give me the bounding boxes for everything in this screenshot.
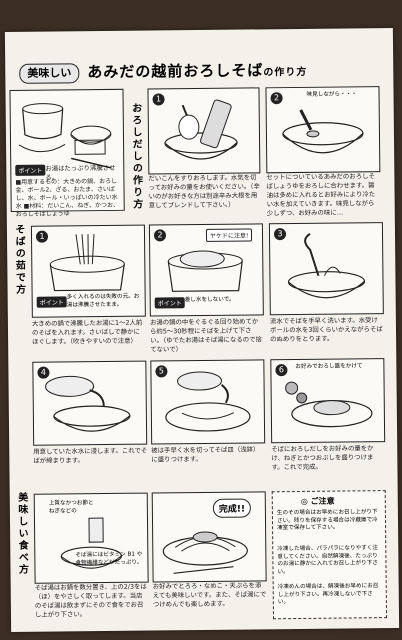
grating-radish-illustration xyxy=(164,99,238,160)
yude-step-3: 3 xyxy=(268,222,384,316)
title-suffix: の作り方 xyxy=(263,66,308,79)
recipe-title: 美味しい あみだの越前おろしそばの作り方 xyxy=(15,56,375,86)
ice-water-illustration xyxy=(45,375,131,432)
yude-1-point-tag: ポイント xyxy=(36,296,67,308)
yude-step-4-caption: 用意していた水水に浸します。これでそばが締まります。 xyxy=(33,446,148,465)
dashi-step-1-caption: だいこんをすりおろします。水気を切ってお好みの量をお使いください。（辛いのがお好… xyxy=(148,173,260,210)
prep-point-tag: ポイント xyxy=(15,164,46,176)
dashi-step-2: 2 味見しながら・・・ xyxy=(265,86,381,174)
yude-step-2: 2 ヤケドに注意! ポイント 差し水をしないで。 xyxy=(148,223,264,317)
prep-panel: ポイント お湯はたっぷり沸騰させる。 ■用意するもの：大きめの鍋、おろし金、ボー… xyxy=(9,88,125,218)
yude-step-2-caption: お湯の鍋の中をぐるぐる回り始めてから約5～30秒程にそばを上げて下さい。（ゆでた… xyxy=(149,317,262,354)
rinsing-noodles-illustration xyxy=(287,233,366,299)
yude-step-6: 6 お好みでおろし醤をかけて xyxy=(270,358,386,444)
finished-dish-illustration xyxy=(285,381,373,428)
caution-box: ◎ ご注意 生のその場合はお早めにお召し上がり下さい。残りを保存する場合は冷蔵庫… xyxy=(271,490,388,620)
eat-step-2: 完成!! xyxy=(151,491,267,583)
yude-step-4: 4 xyxy=(32,360,148,446)
yude-2-point-tag: ポイント xyxy=(154,297,185,309)
yude-2-point: 差し水をしないで。 xyxy=(184,296,235,304)
boiling-pot-illustration xyxy=(49,234,125,292)
title-main: あみだの越前おろしそば xyxy=(87,61,264,82)
section-oishii-tabekata: 美味しい食べ方 xyxy=(15,491,28,576)
prep-body: ■用意するもの：大きめの鍋、おろし金、ボール2、ざる、おたま、さいばし、水、ボー… xyxy=(15,177,120,218)
yude-step-5: 5 xyxy=(150,359,266,445)
yude-step-5-caption: 被は手早く水を切ってそば皿（浅鉢）に盛りつけます。 xyxy=(151,445,260,464)
section-soba-yudekata: そばの茹で方 xyxy=(12,223,25,296)
mixing-bowl-illustration xyxy=(282,109,364,154)
yude-step-1: 1 ポイント 多く入れるのは失敗の元。お湯は沸騰させたまま。 xyxy=(30,224,146,318)
title-badge: 美味しい xyxy=(19,63,80,84)
yude-step-3-caption: 流水でそばを手早く洗います。水受けボールの水を3回くらいかえながらそばのぬめりを… xyxy=(269,316,383,344)
eat-step-1: 上質なかつお節と ねぎなどの そば湯にはビタミン B1 や食物繊維などがたっぷり… xyxy=(33,492,149,584)
soba-yu-illustration xyxy=(60,517,122,569)
eat-step-1-caption: そば湯はお鍋を数分置き、上の2/3をは（ほ）をやさしく取ってします。当店のそば湯… xyxy=(34,582,147,619)
plated-soba-illustration xyxy=(162,531,248,574)
section-oroshi-dashi: おろしだしの作り方 xyxy=(129,102,142,211)
caution-item: 冷凍した場合、パラパラになりやすく注意してください。自然解凍後、たっぷりのお湯に… xyxy=(277,545,378,575)
dashi-step-2-callout: 味見しながら・・・ xyxy=(306,91,357,98)
title-text: あみだの越前おろしそばの作り方 xyxy=(87,59,307,82)
caution-item: 冷凍めんの場合は、解凍後お早めにお召し上がり下さい。再冷凍しないで下さい。 xyxy=(277,583,379,606)
caution-item: 生のその場合はお早めにお召し上がり下さい。残りを保存する場合は冷蔵庫で冷凍室で保… xyxy=(276,509,378,532)
eat-1-label-1: 上質なかつお節と xyxy=(48,500,94,507)
caution-heading-text: ご注意 xyxy=(310,496,335,506)
yude-step-1-caption: 大きめの鍋で沸騰したお湯に1～2人前のそばを入れます。さいばしで静かにほぐします… xyxy=(31,318,143,346)
prep-illustration xyxy=(18,103,112,169)
eat-step-2-caption: お好みでとろろ・なめこ・天ぷらを添えても美味しいです。また、そば湯にでつけめんで… xyxy=(152,581,267,609)
dashi-step-2-caption: セットについているあみだのおろしそばしょうゆをおろしに合わせます。醤油は多めに入… xyxy=(266,172,376,218)
eat-1-point: そば湯にはビタミン B1 や食物繊維などがたっぷり。 xyxy=(75,551,143,566)
dashi-step-1: 1 xyxy=(147,87,261,175)
yude-step-6-caption: そばにおろしだしをお好みの量をかけ、ねぎとかつおぶしを盛りつけます。これで完成。 xyxy=(271,444,374,472)
plating-illustration xyxy=(165,371,251,432)
caution-icon: ◎ xyxy=(300,496,308,506)
yude-1-point: 多く入れるのは失敗の元。お湯は沸騰させたまま。 xyxy=(66,293,140,308)
recipe-sheet: 美味しい あみだの越前おろしそばの作り方 ポイント お湯はたっぷり沸騰させる。 … xyxy=(4,27,400,633)
caution-heading: ◎ ご注意 xyxy=(301,496,335,507)
draining-pot-illustration xyxy=(167,250,243,292)
yude-6-callout: お好みでおろし醤をかけて xyxy=(295,363,363,371)
